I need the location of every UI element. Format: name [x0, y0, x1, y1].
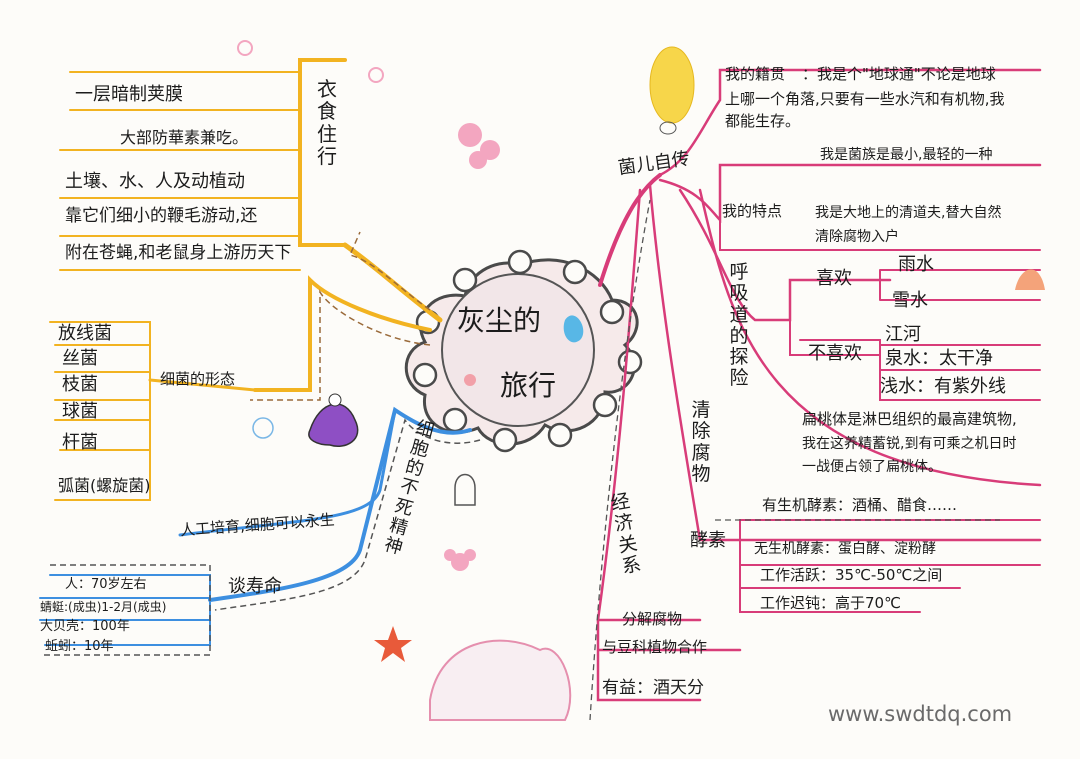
leaf-hujun: 弧菌(螺旋菌) [58, 476, 151, 495]
leaf-qingting: 蜻蜓:(成虫)1-2月(成虫) [40, 600, 167, 614]
leaf-fenjie: 分解腐物 [622, 610, 683, 628]
leaf-meisu: 大部防華素兼吃。 [120, 128, 249, 147]
dashed-outline-blue [40, 418, 481, 656]
center-title-line2: 旅行 [500, 369, 557, 402]
watermark-text: www.swdtdq.com [828, 702, 1013, 726]
leaf-tedian-text2: 我是大地上的清道夫,替大自然 [815, 205, 1002, 221]
leaf-meisu-1: 有生机酵素：酒桶、醋食…… [762, 496, 958, 514]
branch-xingtai-lines [49, 275, 432, 501]
decor-pink-snowflake [444, 549, 476, 571]
leaf-jiguan-label: 我的籍贯 [725, 65, 786, 83]
leaf-jianghe: 江河 [885, 324, 921, 345]
leaf-meisu-label: 酵素 [690, 530, 726, 551]
leaf-jiguan-text3: 都能生存。 [725, 112, 801, 130]
leaf-bianmao: 靠它们细小的鞭毛游动,还 [65, 206, 258, 226]
branch-label-xingtai: 细菌的形态 [160, 370, 236, 388]
leaf-tedian-text1: 我是菌族是最小,最轻的一种 [820, 147, 993, 163]
leaf-quanshui: 泉水：太干净 [885, 348, 993, 369]
decor-orange-shape [1015, 269, 1045, 290]
leaf-sijun: 丝菌 [62, 348, 98, 369]
branch-label-huxidao: 呼吸道的探险 [729, 261, 749, 390]
leaf-tedian-text3: 清除腐物入户 [815, 229, 899, 245]
leaf-buxihuan-label: 不喜欢 [808, 343, 862, 364]
leaf-xihuan-label: 喜欢 [816, 268, 852, 289]
decor-flower-small [237, 40, 384, 83]
leaf-tedian-label: 我的特点 [722, 202, 783, 220]
leaf-xueshui: 雪水 [892, 290, 928, 311]
leaf-ganjun: 杆菌 [62, 432, 98, 453]
decor-sun-face [252, 417, 274, 439]
leaf-fangxianjun: 放线菌 [58, 323, 112, 344]
decor-purple-creature [308, 393, 359, 447]
leaf-jiguan-text1: ：我是个"地球通"不论是地球 [802, 65, 996, 83]
leaf-qianshui: 浅水：有紫外线 [880, 376, 1006, 397]
leaf-ren: 人：70岁左右 [65, 577, 147, 592]
branch-pink-lines [596, 68, 1042, 702]
virus-center-shape [404, 249, 643, 453]
dashed-outline-yellow [250, 231, 431, 401]
leaf-turang: 土壤、水、人及动植动 [65, 171, 245, 192]
leaf-jiu: 有益：酒天分 [602, 678, 704, 698]
leaf-biantaoti-2: 我在这养精蓄锐,到有可乘之机日时 [802, 436, 1017, 452]
decor-pink-flower-top [458, 123, 500, 169]
branch-label-shouming: 谈寿命 [228, 576, 282, 597]
decor-blue-ghost [454, 473, 476, 506]
leaf-meisu-3: 工作活跃：35℃-50℃之间 [760, 566, 943, 584]
leaf-yushui: 雨水 [898, 254, 934, 275]
dashed-outline-pink [589, 199, 1000, 721]
branch-yishizhuxing-lines [59, 58, 443, 323]
leaf-biantaoti-3: 一战便占领了扁桃体。 [802, 459, 942, 475]
leaf-meisu-4: 工作迟钝：高于70℃ [760, 594, 901, 612]
leaf-cangying: 附在苍蝇,和老鼠身上游历天下 [65, 243, 292, 263]
decor-star-red [374, 626, 412, 662]
leaf-jiguan-text2: 上哪一个角落,只要有一些水汽和有机物,我 [725, 90, 1005, 108]
leaf-biantaoti-1: 扁桃体是淋巴组织的最高建筑物, [802, 410, 1017, 428]
leaf-dou: 与豆科植物合作 [602, 638, 708, 656]
leaf-dabeike: 大贝壳：100年 [40, 619, 130, 634]
branch-label-yishizhuxing: 衣食住行 [317, 77, 337, 169]
decor-virus-bottom [429, 639, 572, 721]
leaf-qiuyin: 蚯蚓：10年 [45, 639, 114, 654]
leaf-meisu-2: 无生机酵素：蛋白酵、淀粉酵 [754, 541, 936, 557]
leaf-jiamo: 一层暗制荚膜 [75, 84, 183, 105]
decor-yellow-blob [649, 46, 695, 124]
leaf-zhijun: 枝菌 [62, 374, 98, 395]
center-title-line1: 灰尘的 [457, 304, 542, 337]
decor-blue-drop [659, 121, 677, 135]
branch-label-qingchufuwu: 清除腐物 [691, 399, 711, 485]
leaf-qiujun: 球菌 [62, 401, 98, 422]
